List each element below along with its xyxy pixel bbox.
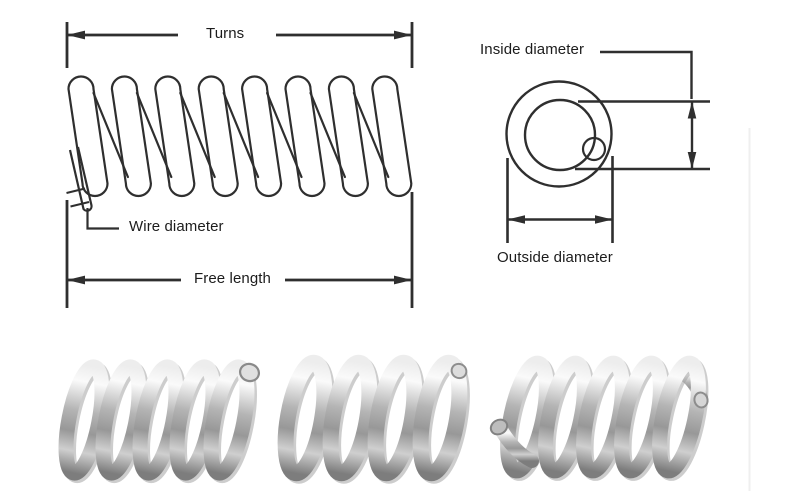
outside-diameter-label: Outside diameter — [497, 249, 613, 266]
wire-end-circle — [581, 136, 607, 162]
spring-side-view-drawing — [65, 22, 414, 308]
spring-photo-2 — [277, 354, 470, 484]
wire-cut-face-icon — [489, 418, 509, 436]
arrow-right-icon — [394, 275, 412, 285]
wire-cut-face-icon — [693, 391, 709, 409]
inside-diameter-dimension — [575, 100, 710, 171]
outer-coil-circle — [505, 80, 613, 188]
coil-outline — [67, 75, 413, 198]
wire-diameter-label: Wire diameter — [129, 218, 224, 235]
wire-cut-face-icon — [238, 362, 261, 383]
outside-diameter-dimension — [506, 156, 614, 243]
wire-end-detail — [66, 146, 119, 230]
inside-diameter-label: Inside diameter — [480, 41, 585, 58]
arrow-left-icon — [67, 275, 85, 285]
arrow-right-icon — [394, 30, 412, 40]
arrow-left-icon — [507, 215, 525, 224]
spring-photo-1 — [58, 359, 261, 484]
turns-label: Turns — [206, 25, 245, 42]
inside-diameter-leader — [600, 50, 693, 99]
free-length-dimension — [65, 192, 414, 308]
free-length-label: Free length — [194, 270, 271, 287]
arrow-down-icon — [687, 152, 697, 169]
turns-dimension — [65, 22, 414, 68]
spring-photo-3 — [489, 355, 709, 481]
arrow-right-icon — [595, 215, 613, 224]
wire-cut-face-icon — [450, 362, 468, 380]
inner-coil-circle — [523, 98, 597, 172]
arrow-left-icon — [67, 30, 85, 40]
wire-diameter-leader — [86, 208, 119, 230]
spring-photos — [58, 354, 709, 484]
arrow-up-icon — [687, 101, 697, 119]
spring-end-view-drawing — [505, 50, 710, 243]
